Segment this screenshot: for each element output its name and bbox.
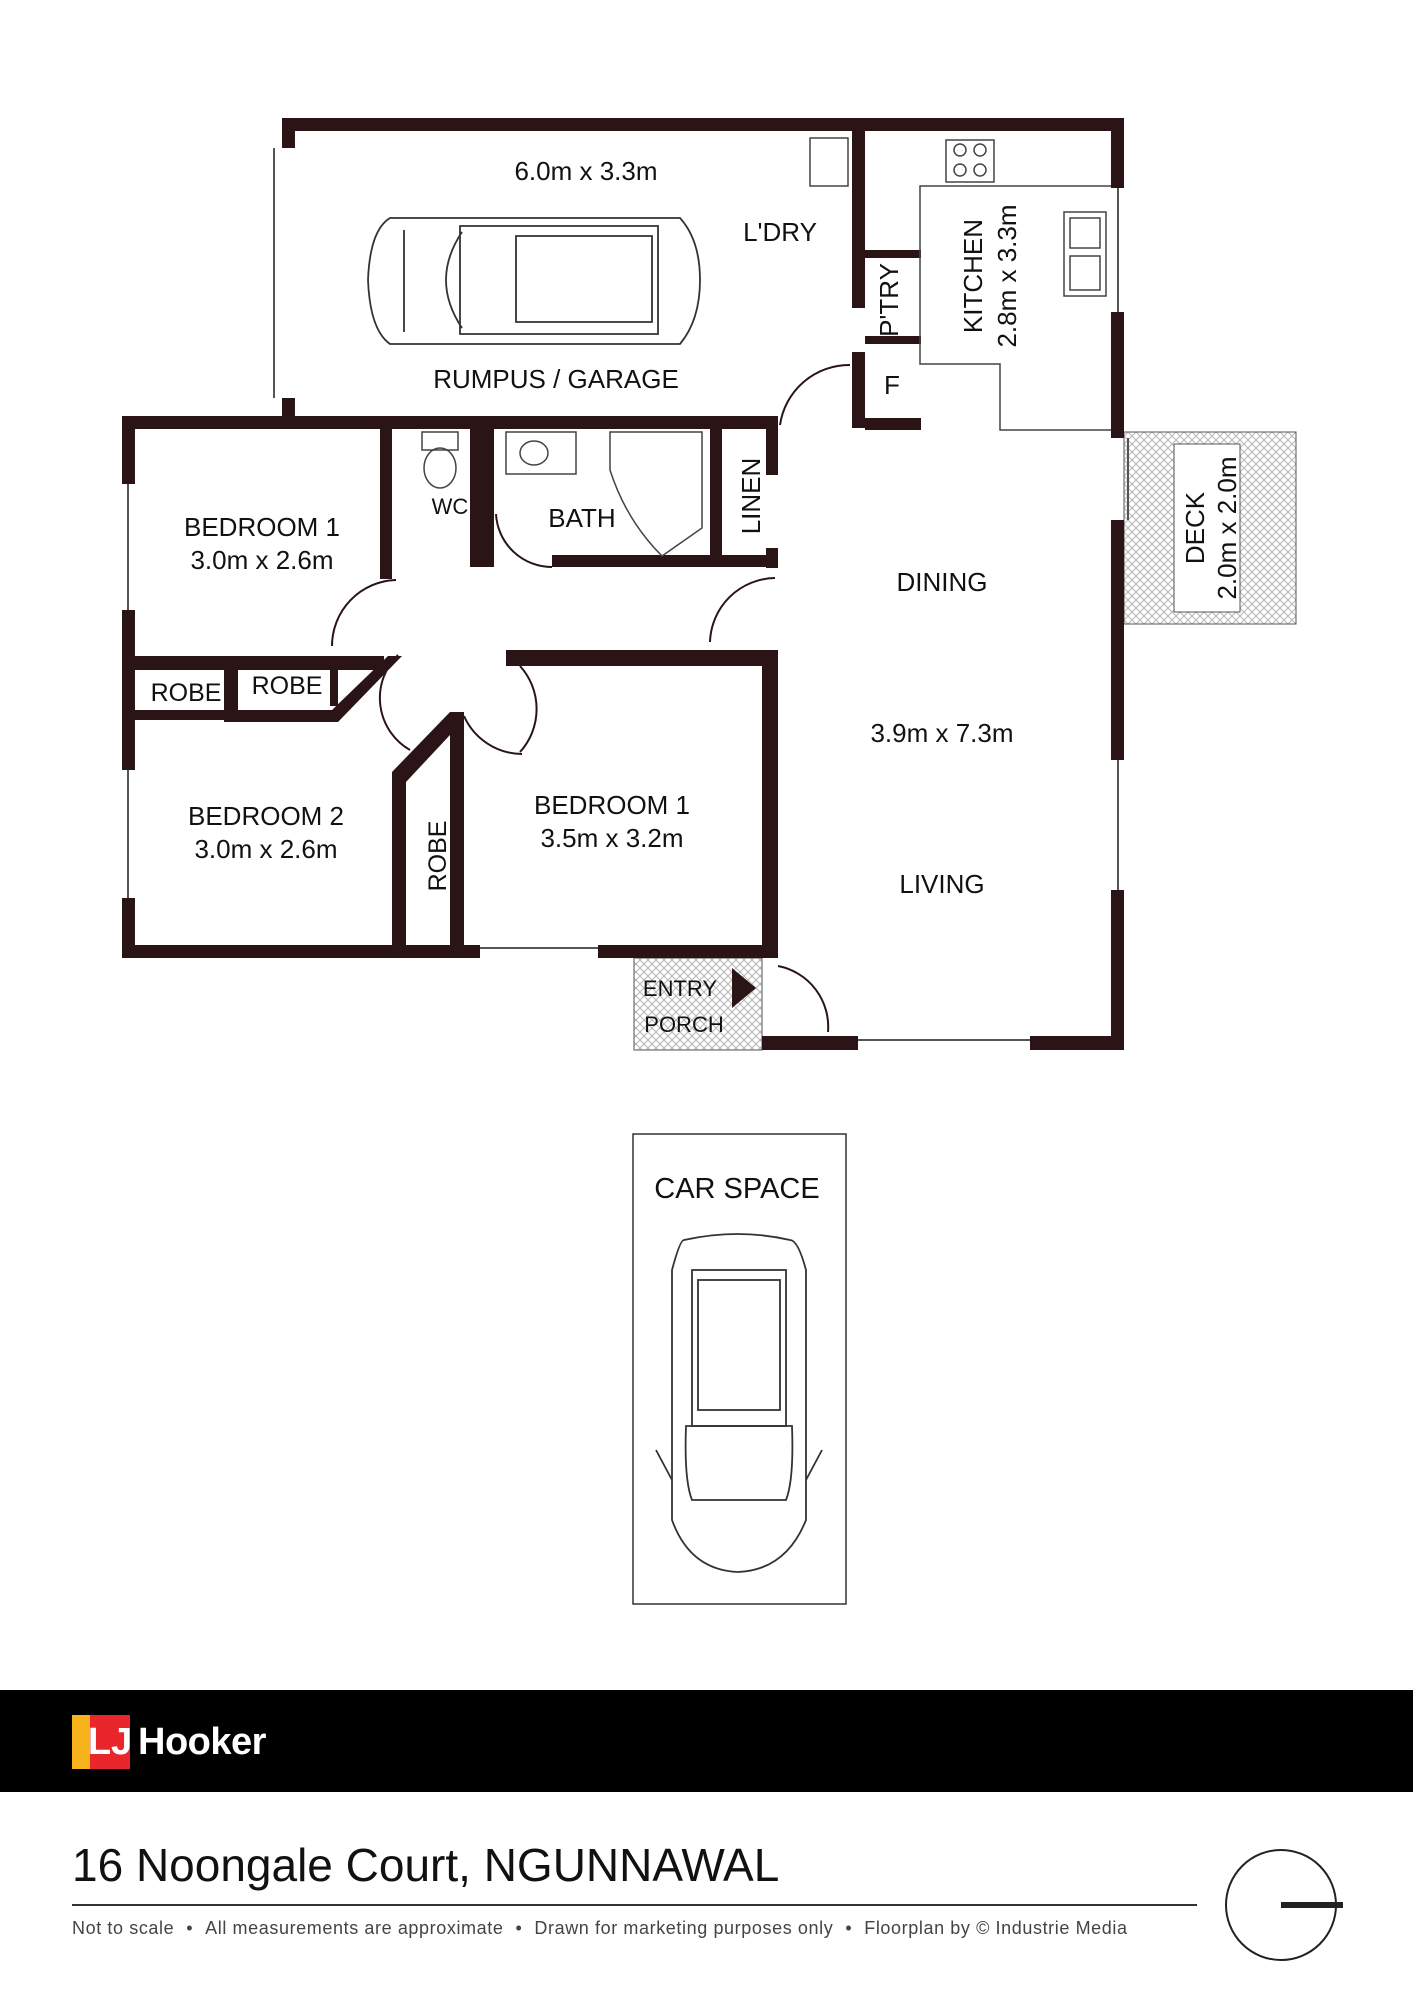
deck-name: DECK bbox=[1180, 491, 1210, 564]
divider bbox=[72, 1904, 1197, 1906]
robe-a-name: ROBE bbox=[151, 679, 222, 707]
deck-size: 2.0m x 2.0m bbox=[1212, 456, 1242, 599]
garage-name: RUMPUS / GARAGE bbox=[433, 364, 679, 394]
car-space-outline bbox=[632, 1133, 847, 1605]
separator: • bbox=[845, 1918, 853, 1938]
garage-car-icon bbox=[367, 217, 701, 345]
windows bbox=[127, 148, 1129, 1041]
bedroom1-main-name: BEDROOM 1 bbox=[534, 790, 690, 820]
kitchen-size: 2.8m x 3.3m bbox=[992, 204, 1022, 347]
lj-hooker-logo: LJ Hooker bbox=[72, 1715, 266, 1769]
logo-mark-icon: LJ bbox=[72, 1715, 132, 1769]
living-dining-size: 3.9m x 7.3m bbox=[870, 718, 1013, 748]
robe-c-name: ROBE bbox=[424, 821, 452, 892]
logo-mark-letters: LJ bbox=[88, 1715, 132, 1769]
pantry-name: P'TRY bbox=[874, 263, 904, 337]
floor-plan: 6.0m x 3.3m L'DRY RUMPUS / GARAGE F P'TR… bbox=[122, 118, 1297, 1605]
property-address: 16 Noongale Court, NGUNNAWAL bbox=[72, 1839, 780, 1891]
disclaimer-item: Not to scale bbox=[72, 1918, 175, 1938]
entry-arrow-icon bbox=[732, 968, 756, 1008]
disclaimer-item: Floorplan by © Industrie Media bbox=[864, 1918, 1128, 1938]
kitchen-fixtures bbox=[809, 137, 1111, 431]
north-compass-icon bbox=[1225, 1849, 1343, 1961]
entry-name: ENTRY bbox=[643, 976, 717, 1001]
logo-wordmark: Hooker bbox=[138, 1720, 266, 1763]
separator: • bbox=[515, 1918, 523, 1938]
linen-name: LINEN bbox=[736, 458, 766, 535]
bedroom2-name: BEDROOM 2 bbox=[188, 801, 344, 831]
laundry-name: L'DRY bbox=[743, 217, 817, 247]
disclaimer: Not to scale • All measurements are approx… bbox=[72, 1918, 1128, 1939]
brand-bar: LJ Hooker bbox=[0, 1690, 1413, 1792]
living-name: LIVING bbox=[899, 869, 984, 899]
car-space-car-icon bbox=[655, 1233, 823, 1573]
bath-name: BATH bbox=[548, 503, 615, 533]
bedroom1-nw-name: BEDROOM 1 bbox=[184, 512, 340, 542]
fridge-label: F bbox=[884, 370, 900, 400]
garage-size: 6.0m x 3.3m bbox=[514, 156, 657, 186]
separator: • bbox=[186, 1918, 194, 1938]
room-labels: 6.0m x 3.3m L'DRY RUMPUS / GARAGE F P'TR… bbox=[151, 156, 1242, 1205]
door-swings bbox=[331, 363, 851, 1033]
kitchen-name: KITCHEN bbox=[958, 219, 988, 333]
car-space-name: CAR SPACE bbox=[654, 1173, 819, 1205]
dining-name: DINING bbox=[897, 567, 988, 597]
robe-b-name: ROBE bbox=[252, 672, 323, 700]
bathroom-fixtures bbox=[421, 431, 703, 557]
disclaimer-item: All measurements are approximate bbox=[205, 1918, 504, 1938]
disclaimer-item: Drawn for marketing purposes only bbox=[534, 1918, 834, 1938]
bedroom1-main-size: 3.5m x 3.2m bbox=[540, 823, 683, 853]
wc-name: WC bbox=[432, 494, 469, 519]
bedroom1-nw-size: 3.0m x 2.6m bbox=[190, 545, 333, 575]
porch-name: PORCH bbox=[644, 1012, 723, 1037]
bedroom2-size: 3.0m x 2.6m bbox=[194, 834, 337, 864]
deck-label-box bbox=[1173, 443, 1241, 613]
walls bbox=[122, 118, 1124, 1050]
